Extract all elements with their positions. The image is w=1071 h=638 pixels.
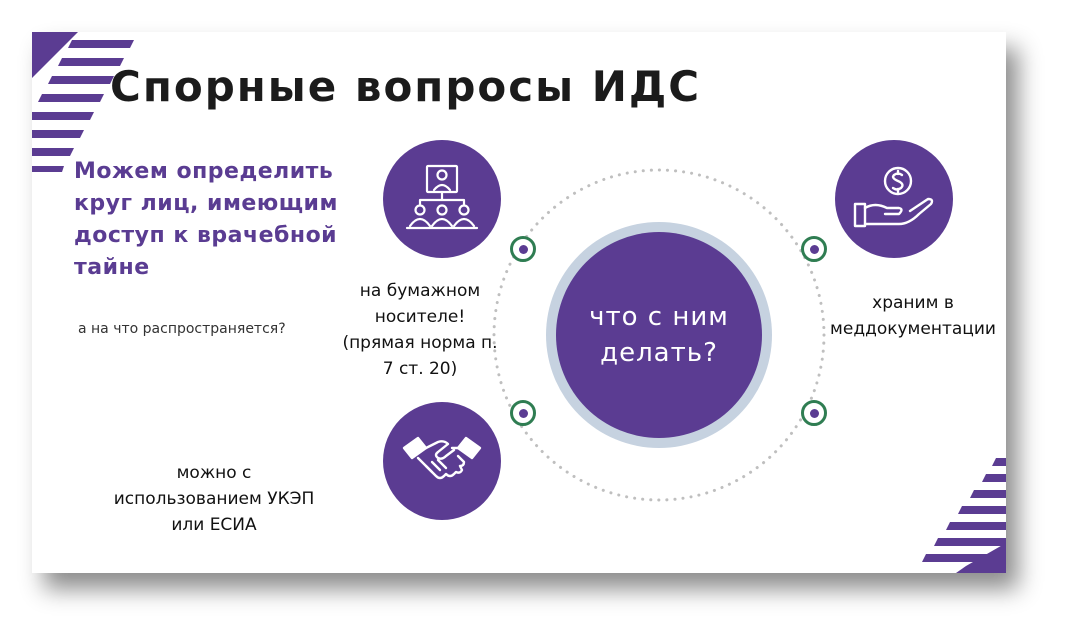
people-hierarchy-icon [405, 164, 479, 230]
lead-text: Можем определить круг лиц, имеющим досту… [74, 159, 338, 280]
lead-subtext: а на что распространяется? [78, 321, 286, 337]
handshake-icon [402, 436, 482, 480]
orbit-node-bottom-right [801, 400, 827, 426]
top-left-stripes [32, 32, 134, 172]
dotted-orbit [492, 168, 826, 502]
caption-store: храним в меддокументации [830, 293, 996, 339]
center-circle: что с ним делать? [556, 232, 762, 438]
money-circle [835, 140, 953, 258]
hand-dollar-icon [853, 166, 934, 228]
slide: Спорные вопросы ИДС Можем определить кру… [32, 32, 1006, 573]
people-circle [383, 140, 501, 258]
orbit-node-bottom-left [510, 400, 536, 426]
center-text: что с ним делать? [589, 302, 729, 368]
orbit-node-top-right [801, 236, 827, 262]
caption-paper: на бумажном носителе! (прямая норма п. 7… [342, 281, 498, 379]
handshake-circle [383, 402, 501, 520]
bottom-right-stripes [922, 458, 1006, 573]
orbit-node-top-left [510, 236, 536, 262]
page-title: Спорные вопросы ИДС [110, 62, 702, 111]
caption-sign: можно с использованием УКЭП или ЕСИА [113, 463, 315, 535]
